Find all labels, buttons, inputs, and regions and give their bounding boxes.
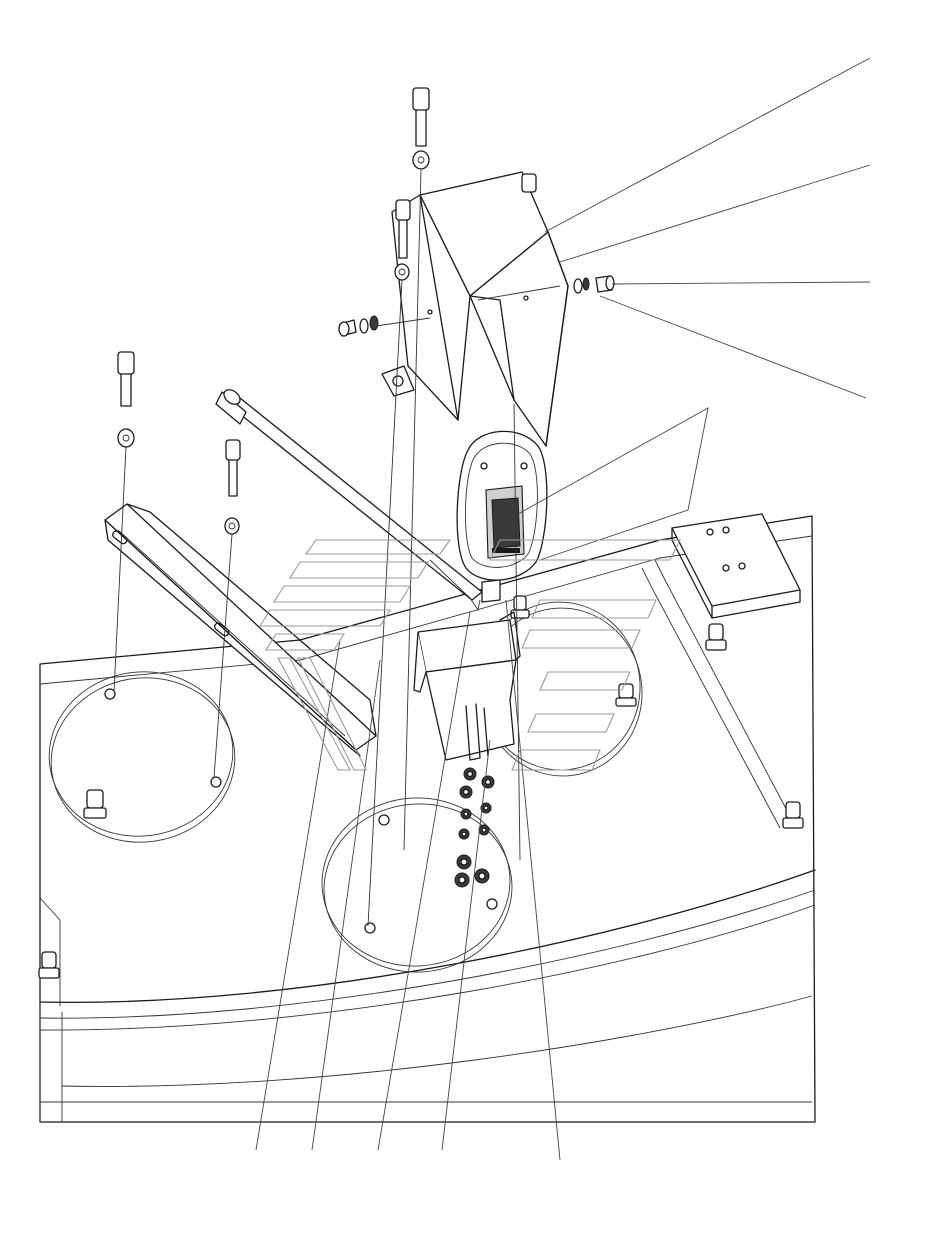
mounting-disc-left bbox=[48, 671, 236, 843]
corner-mounting-block bbox=[671, 513, 801, 619]
side-screw-right bbox=[573, 275, 615, 294]
watermark-logo bbox=[259, 539, 681, 771]
leader-lines bbox=[255, 57, 871, 1161]
lamp-bracket bbox=[413, 611, 521, 761]
center-lines bbox=[113, 169, 521, 927]
plate-bolts bbox=[38, 595, 804, 979]
bolt bbox=[615, 683, 637, 707]
bolt bbox=[705, 623, 727, 651]
fastener-stack bbox=[454, 767, 495, 888]
long-rod bbox=[215, 389, 483, 612]
indicator-lamp bbox=[456, 430, 548, 603]
exploded-bolt-hood bbox=[394, 199, 411, 281]
exploded-bolt-top bbox=[412, 87, 430, 170]
bolt bbox=[510, 595, 530, 619]
base-plate bbox=[39, 515, 816, 1123]
side-screw-left bbox=[338, 315, 379, 337]
bolt bbox=[782, 801, 804, 829]
exploded-bolt-left bbox=[117, 351, 135, 448]
slotted-bar bbox=[104, 503, 377, 757]
bolt bbox=[83, 789, 107, 819]
bolt bbox=[38, 951, 60, 979]
hood-bracket bbox=[381, 171, 569, 447]
exploded-bolt-mid bbox=[224, 439, 241, 535]
mounting-disc-center bbox=[321, 797, 513, 973]
exploded-bolt-right bbox=[521, 173, 537, 193]
